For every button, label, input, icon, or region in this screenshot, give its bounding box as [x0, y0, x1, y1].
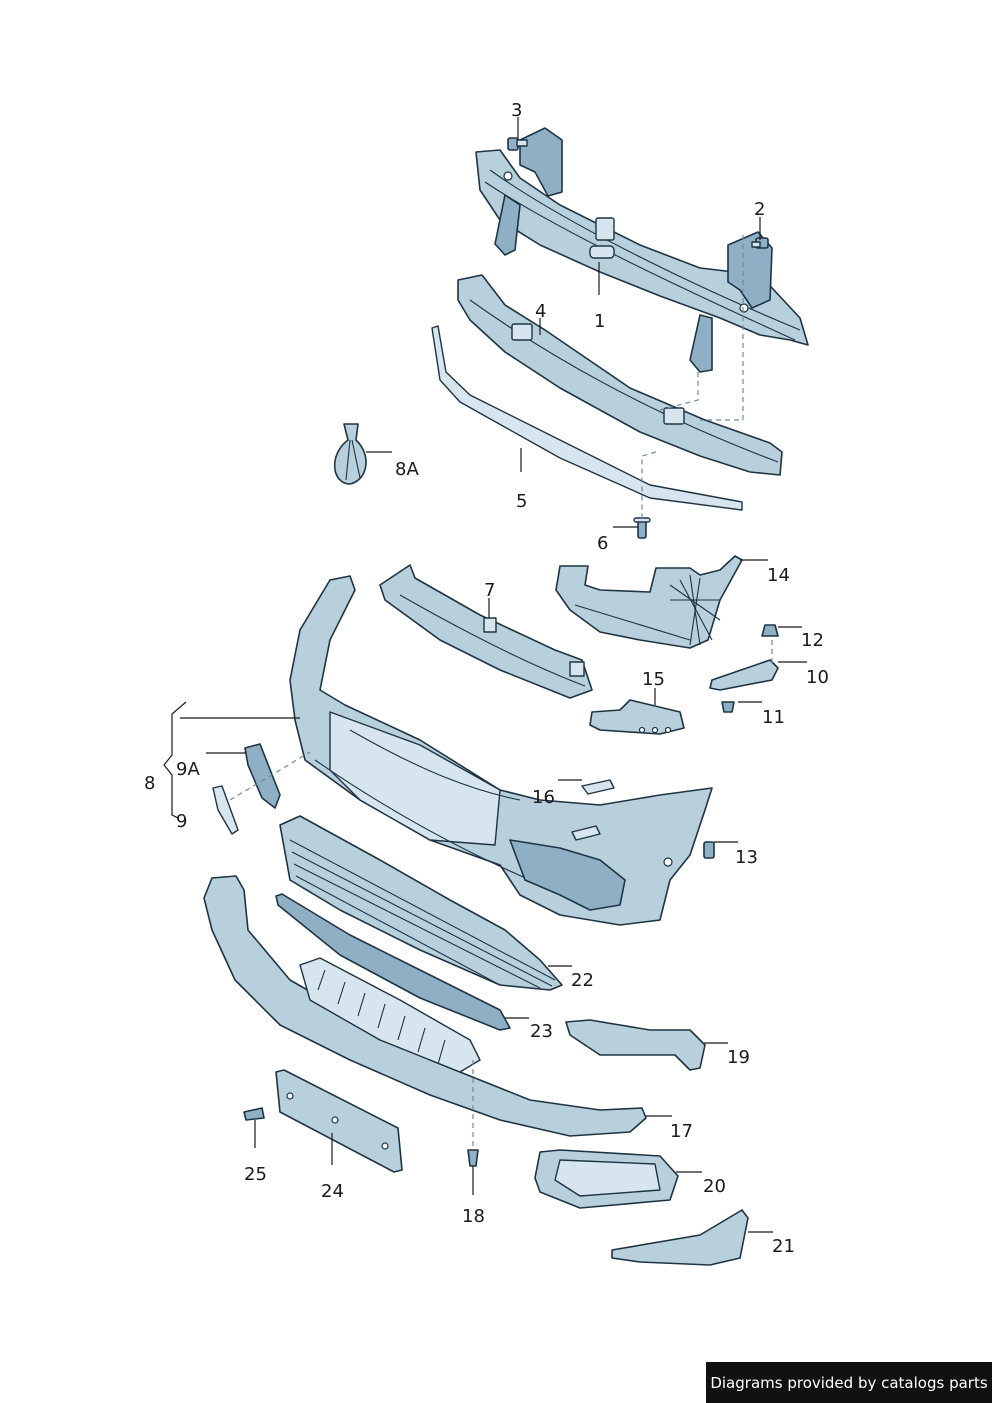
part-2-bolt: [751, 237, 769, 249]
callout-25: 25: [244, 1164, 267, 1185]
callout-5: 5: [516, 491, 527, 512]
callout-23: 23: [530, 1021, 553, 1042]
callout-10: 10: [806, 667, 829, 688]
part-8-bumper-cover: [289, 575, 713, 926]
part-5-air-guide-strip: [431, 325, 743, 511]
assembly-line: [641, 451, 657, 520]
part-13-screw: [703, 841, 715, 859]
part-24-license-plate-bracket: [275, 1069, 403, 1173]
callout-6: 6: [597, 533, 608, 554]
assembly-line: [659, 372, 699, 411]
part-20-fog-trim: [534, 1149, 679, 1209]
leader-lines: [163, 117, 807, 1233]
part-3-bolt: [507, 137, 528, 151]
part-22-grille: [279, 815, 563, 991]
part-19-trim: [565, 1019, 706, 1071]
assembly-line: [700, 235, 744, 421]
callout-3: 3: [511, 100, 522, 121]
part-7-guide-bracket: [379, 564, 593, 699]
callout-8: 8: [144, 773, 155, 794]
callout-17: 17: [670, 1121, 693, 1142]
callout-7: 7: [484, 580, 495, 601]
part-18-screw: [467, 1149, 479, 1167]
callout-8a: 8A: [395, 459, 419, 480]
credit-banner: Diagrams provided by catalogs parts: [706, 1362, 992, 1403]
part-17-spoiler: [203, 875, 647, 1137]
callout-20: 20: [703, 1176, 726, 1197]
callout-labels: 1 2 3 4 5 6 7 8 8A 9 9A 10 11 12 13 14 1…: [144, 100, 829, 1257]
part-11-clip: [721, 701, 735, 713]
credit-text: Diagrams provided by catalogs parts: [710, 1373, 988, 1392]
assembly-line: [229, 751, 311, 801]
callout-22: 22: [571, 970, 594, 991]
part-1-crossmember: [475, 127, 809, 373]
callout-13: 13: [735, 847, 758, 868]
part-15-sensor-bracket: [589, 699, 685, 735]
callout-21: 21: [772, 1236, 795, 1257]
part-4-energy-absorber: [457, 274, 783, 476]
callout-1: 1: [594, 311, 605, 332]
callout-9: 9: [176, 811, 187, 832]
callout-2: 2: [754, 199, 765, 220]
callout-15: 15: [642, 669, 665, 690]
callout-18: 18: [462, 1206, 485, 1227]
callout-11: 11: [762, 707, 785, 728]
part-9a-bracket: [244, 743, 281, 809]
part-21-corner-trim: [611, 1209, 749, 1266]
callout-24: 24: [321, 1181, 344, 1202]
part-25-clip: [243, 1107, 265, 1121]
callout-12: 12: [801, 630, 824, 651]
part-10-guide-piece: [709, 659, 779, 691]
callout-16: 16: [532, 787, 555, 808]
callout-19: 19: [727, 1047, 750, 1068]
part-8a-paint-bag: [333, 423, 367, 485]
callout-9a: 9A: [176, 759, 200, 780]
part-12-screw: [761, 624, 779, 637]
part-16-cap: [581, 779, 615, 795]
part-14-mounting-bracket: [555, 555, 743, 649]
part-23-trim-strip: [275, 893, 511, 1031]
callout-4: 4: [535, 301, 546, 322]
part-9-cover: [212, 785, 239, 835]
callout-14: 14: [767, 565, 790, 586]
part-6-expanding-rivet: [633, 517, 651, 539]
